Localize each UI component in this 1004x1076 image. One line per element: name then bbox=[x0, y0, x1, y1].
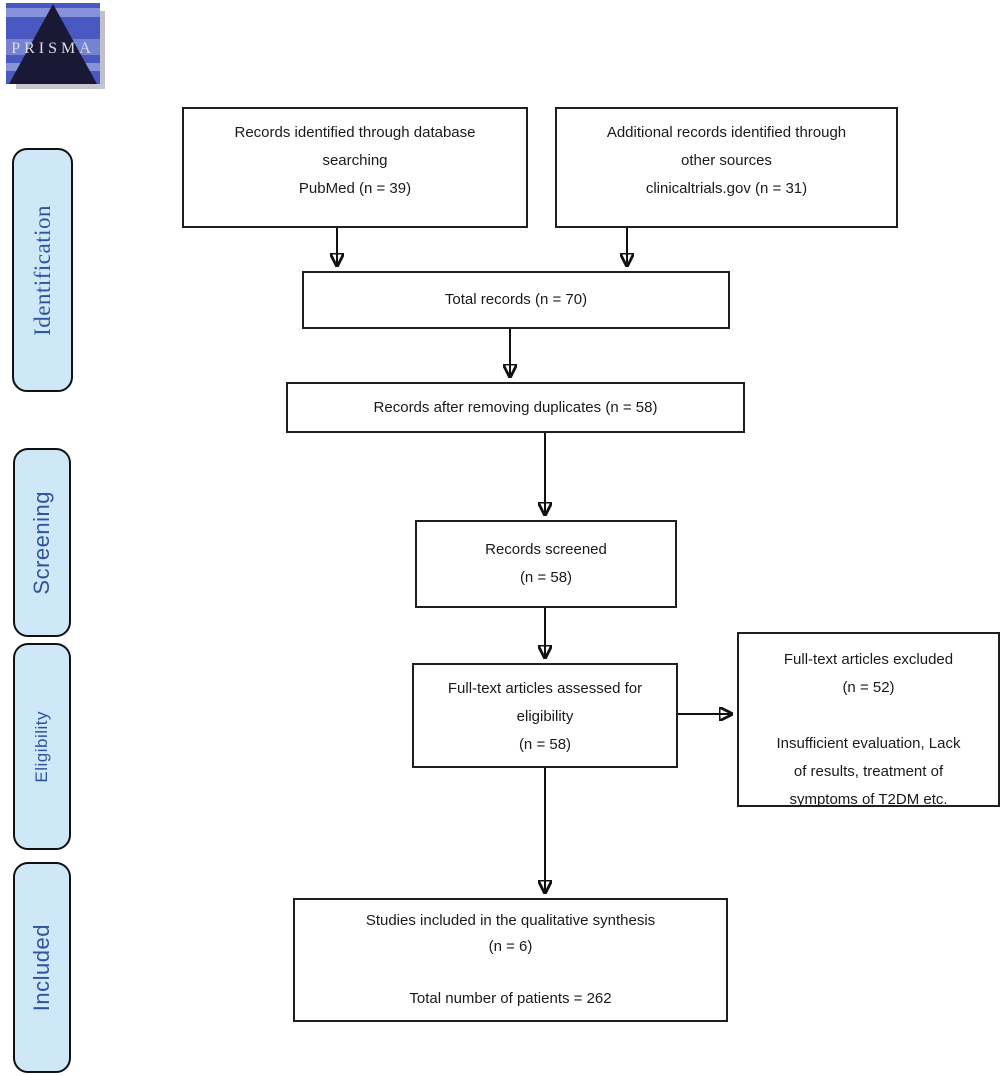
logo-shadow-bottom bbox=[16, 84, 105, 89]
stage-label-identification: Identification bbox=[12, 148, 73, 392]
stage-label-eligibility-text: Eligibility bbox=[32, 710, 51, 783]
box-total-records: Total records (n = 70) bbox=[302, 271, 730, 329]
stage-label-eligibility: Eligibility bbox=[13, 643, 71, 850]
box-records-after-duplicates: Records after removing duplicates (n = 5… bbox=[286, 382, 745, 433]
box-records-identified-database: Records identified through database sear… bbox=[182, 107, 528, 228]
stage-label-included-text: Included bbox=[29, 923, 54, 1012]
logo-triangle bbox=[9, 4, 97, 84]
stage-label-identification-text: Identification bbox=[29, 204, 55, 336]
box-fulltext-excluded: Full-text articles excluded (n = 52) Ins… bbox=[737, 632, 1000, 808]
stage-label-screening-text: Screening bbox=[29, 490, 54, 595]
box-studies-included: Studies included in the qualitative synt… bbox=[293, 898, 728, 1022]
box-records-screened: Records screened (n = 58) bbox=[415, 520, 677, 608]
prisma-logo-text: PRISMA bbox=[11, 40, 95, 57]
prisma-logo: PRISMA bbox=[6, 3, 105, 89]
stage-label-included: Included bbox=[13, 862, 71, 1073]
logo-shadow-right bbox=[99, 11, 105, 87]
box-fulltext-assessed: Full-text articles assessed for eligibil… bbox=[412, 663, 678, 768]
stage-label-screening: Screening bbox=[13, 448, 71, 637]
box-additional-records-other-sources: Additional records identified through ot… bbox=[555, 107, 898, 228]
